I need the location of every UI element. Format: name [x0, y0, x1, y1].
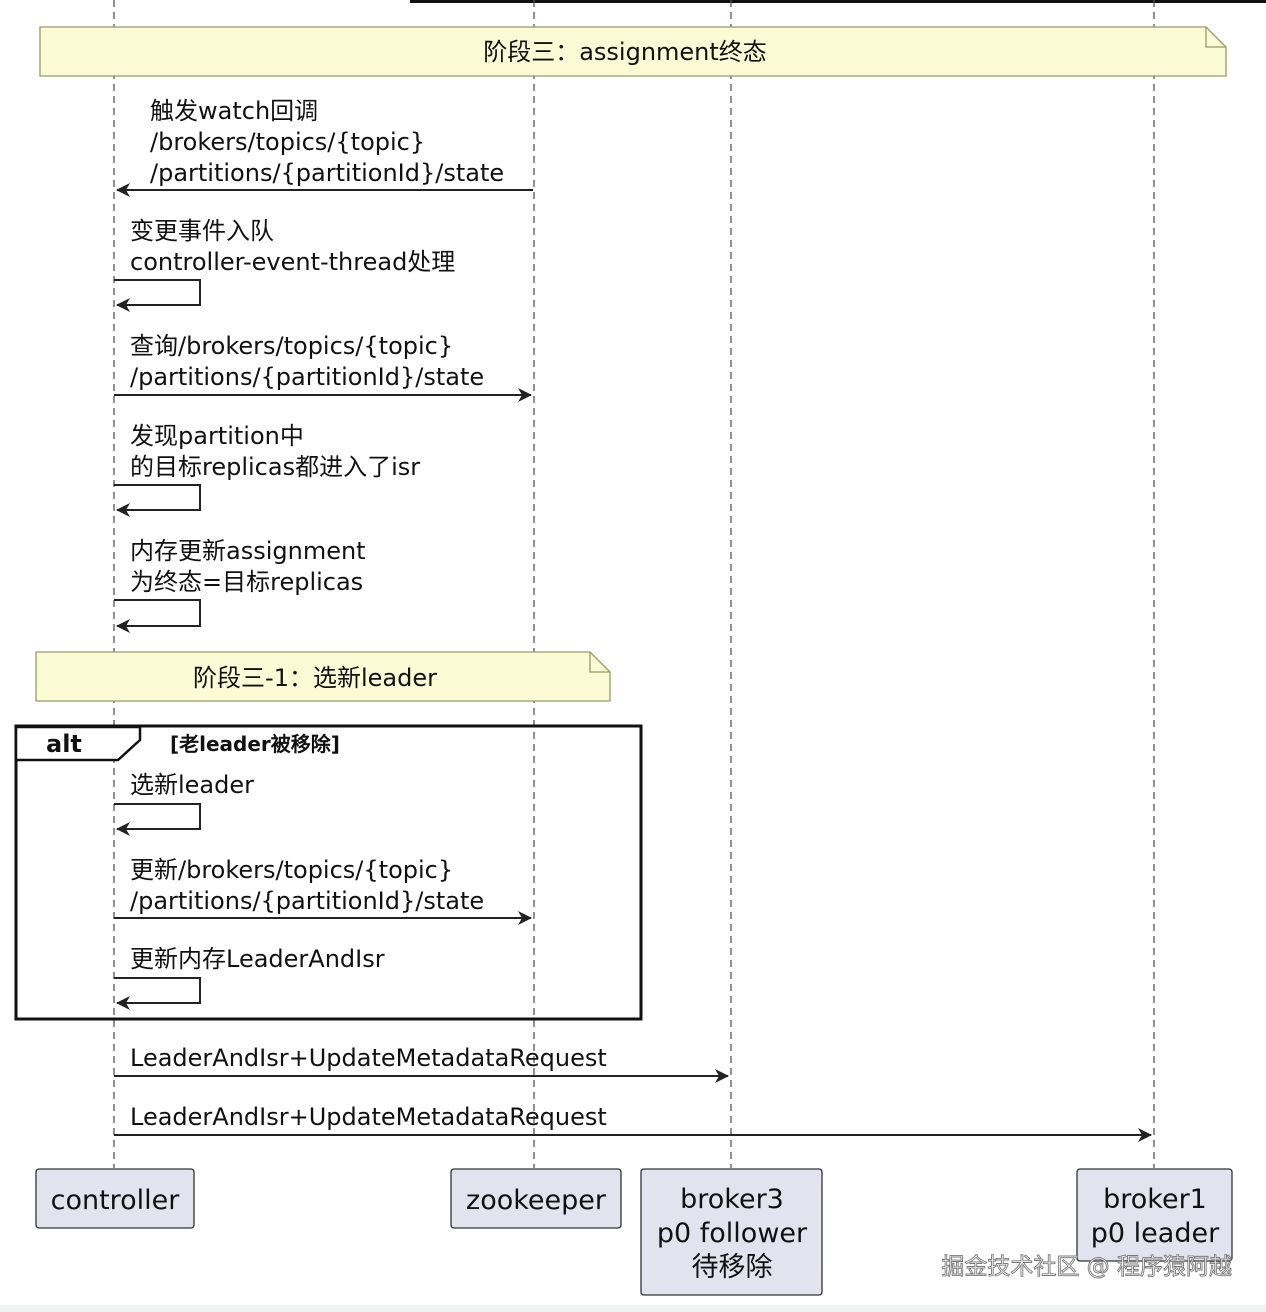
alt-label: alt	[46, 730, 82, 758]
message-label: 的目标replicas都进入了isr	[130, 453, 420, 481]
message-label: 选新leader	[130, 771, 254, 799]
participant-zookeeper: zookeeper	[450, 1168, 622, 1229]
message-label: 为终态=目标replicas	[130, 568, 363, 596]
message-label: 更新内存LeaderAndIsr	[130, 945, 385, 973]
message-label: controller-event-thread处理	[130, 248, 455, 276]
message-label: 内存更新assignment	[130, 537, 366, 565]
participant-label: 待移除	[692, 1252, 773, 1283]
message-label: 触发watch回调	[150, 97, 318, 125]
participant-label: broker3	[680, 1184, 784, 1215]
message-query-state: 查询/brokers/topics/{topic} /partitions/{p…	[114, 332, 532, 402]
self-arrow	[114, 803, 201, 836]
message-label: 更新/brokers/topics/{topic}	[130, 856, 453, 884]
self-arrow	[114, 599, 201, 633]
participant-label: zookeeper	[466, 1185, 607, 1216]
message-label: /brokers/topics/{topic}	[150, 128, 425, 156]
watermark: 掘金技术社区 @ 程序猿阿越	[941, 1254, 1232, 1280]
message-watch-callback: 触发watch回调 /brokers/topics/{topic} /parti…	[116, 97, 533, 197]
message-label: LeaderAndIsr+UpdateMetadataRequest	[130, 1044, 607, 1072]
note-phase3: 阶段三：assignment终态	[39, 26, 1227, 77]
participant-controller: controller	[35, 1168, 195, 1229]
alt-fragment: alt [老leader被移除]	[14, 724, 643, 1021]
message-update-leaderandisr: 更新内存LeaderAndIsr	[114, 945, 385, 1010]
message-label: 发现partition中	[130, 422, 304, 450]
participant-label: p0 leader	[1091, 1218, 1220, 1249]
note-phase3-1-text: 阶段三-1：选新leader	[193, 664, 437, 692]
self-arrow	[114, 484, 201, 517]
message-update-assignment: 内存更新assignment 为终态=目标replicas	[114, 537, 366, 633]
bottom-band	[0, 1305, 1266, 1312]
note-phase3-text: 阶段三：assignment终态	[483, 38, 767, 66]
message-elect-leader: 选新leader	[114, 771, 254, 836]
participant-label: p0 follower	[657, 1218, 808, 1249]
message-enqueue-event: 变更事件入队 controller-event-thread处理	[114, 217, 455, 312]
message-request-broker3: LeaderAndIsr+UpdateMetadataRequest	[114, 1044, 729, 1083]
participant-broker1: broker1 p0 leader	[1076, 1168, 1233, 1262]
message-detect-isr: 发现partition中 的目标replicas都进入了isr	[114, 422, 420, 517]
message-label: 查询/brokers/topics/{topic}	[130, 332, 453, 360]
message-label: LeaderAndIsr+UpdateMetadataRequest	[130, 1103, 607, 1131]
message-request-broker1: LeaderAndIsr+UpdateMetadataRequest	[114, 1103, 1152, 1142]
message-label: 变更事件入队	[130, 217, 274, 245]
participant-broker3: broker3 p0 follower 待移除	[640, 1168, 823, 1296]
alt-tab	[14, 725, 142, 762]
message-label: /partitions/{partitionId}/state	[130, 363, 484, 391]
note-phase3-1: 阶段三-1：选新leader	[35, 651, 611, 702]
message-label: /partitions/{partitionId}/state	[150, 159, 504, 187]
message-update-state: 更新/brokers/topics/{topic} /partitions/{p…	[114, 856, 532, 925]
participant-label: controller	[51, 1185, 181, 1216]
self-arrow	[114, 279, 201, 312]
message-label: /partitions/{partitionId}/state	[130, 887, 484, 915]
participant-label: broker1	[1103, 1184, 1207, 1215]
alt-guard: [老leader被移除]	[170, 732, 340, 756]
self-arrow	[114, 977, 201, 1010]
